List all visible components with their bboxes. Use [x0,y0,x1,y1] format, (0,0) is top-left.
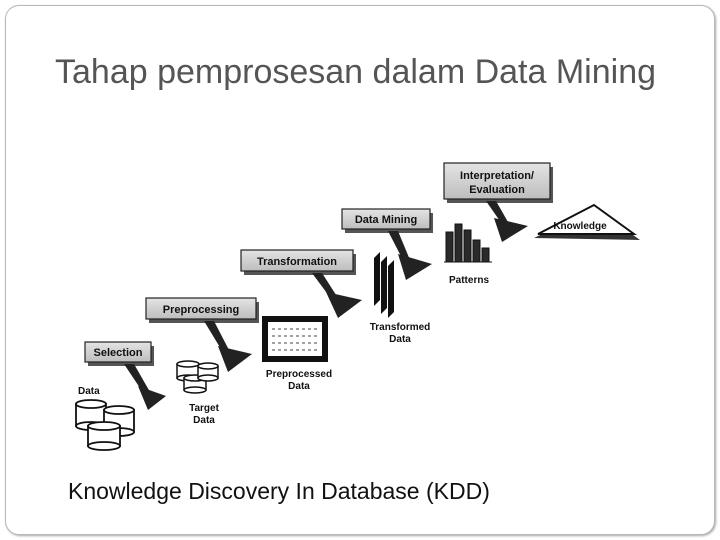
patterns-bars [444,224,492,262]
stage-preprocessing-label: Preprocessing [163,304,239,316]
arrow-selection [124,364,166,410]
preprocessed-data-label-1: Preprocessed [266,369,332,380]
stage-transformation: Transformation [241,250,356,275]
data-cylinders [76,400,134,450]
stage-interpretation-label-2: Evaluation [469,184,525,196]
cylinder-3 [88,422,120,450]
slide-caption: Knowledge Discovery In Database (KDD) [68,478,490,505]
stage-preprocessing: Preprocessing [146,298,259,323]
transformed-data-label-1: Transformed [370,322,431,333]
stage-interpretation-evaluation: Interpretation/ Evaluation [444,163,553,203]
stage-transformation-label: Transformation [257,256,337,268]
arrow-interpretation [486,201,528,242]
target-data-label-1: Target [189,403,219,414]
stage-data-mining-label: Data Mining [355,214,417,226]
knowledge-triangle: Knowledge [534,205,640,240]
transformed-data-label-2: Data [389,334,411,345]
data-label: Data [78,386,100,397]
target-data-label-2: Data [193,415,215,426]
transformed-data-bars [374,252,394,318]
knowledge-label: Knowledge [553,221,607,232]
stage-selection-label: Selection [94,347,143,359]
arrow-transformation [312,273,362,318]
stage-interpretation-label-1: Interpretation/ [460,170,534,182]
arrow-data-mining [388,231,432,280]
patterns-label: Patterns [449,275,489,286]
target-cylinders [177,361,218,393]
preprocessed-data-table [262,316,328,362]
stage-selection: Selection [85,342,154,366]
stage-data-mining: Data Mining [342,209,433,233]
preprocessed-data-label-2: Data [288,381,310,392]
